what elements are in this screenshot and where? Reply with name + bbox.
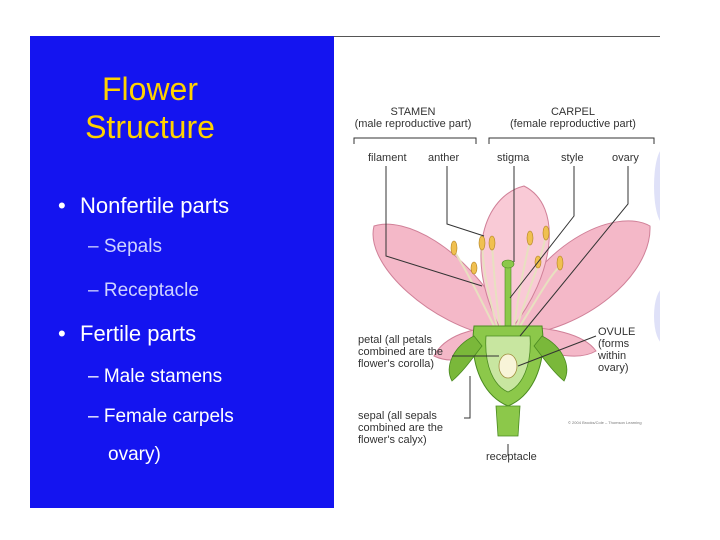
sepal-line-2: combined are the <box>358 422 443 434</box>
image-credit: © 2004 Brooks/Cole – Thomson Learning <box>568 420 642 425</box>
receptacle-label: receptacle <box>486 451 537 463</box>
ovule-label: OVULE (forms within ovary) <box>598 326 635 374</box>
ovary-label: ovary <box>612 152 639 164</box>
subitem-label: Male stamens <box>104 366 222 387</box>
title-line-1: Flower <box>30 70 270 108</box>
slide-title: Flower Structure <box>30 70 270 146</box>
subitem-label: Female carpels <box>104 406 234 427</box>
stamen-subtitle: (male reproductive part) <box>346 118 480 130</box>
stigma-label: stigma <box>497 152 529 164</box>
petal-line-1: petal (all petals <box>358 334 443 346</box>
carpel-label: CARPEL (female reproductive part) <box>493 106 653 130</box>
filament-label: filament <box>368 152 407 164</box>
style-label: style <box>561 152 584 164</box>
ovule-line-1: OVULE <box>598 326 635 338</box>
bullet-glyph: • <box>58 193 80 219</box>
dash-glyph: – <box>88 280 99 301</box>
dash-glyph: – <box>88 406 99 427</box>
bullet-label: Fertile parts <box>80 321 196 346</box>
bullet-nonfertile: •Nonfertile parts <box>58 193 229 219</box>
background-glow <box>654 148 660 224</box>
subitem-label: Receptacle <box>104 280 199 301</box>
ovule-line-4: ovary) <box>598 362 635 374</box>
sepal-label: sepal (all sepals combined are the flowe… <box>358 410 443 446</box>
title-line-2: Structure <box>30 108 270 146</box>
bullet-glyph: • <box>58 321 80 347</box>
dash-glyph: – <box>88 236 99 257</box>
background-glow <box>654 288 660 344</box>
anther-label: anther <box>428 152 459 164</box>
dash-glyph: – <box>88 366 99 387</box>
ovule-line-2: (forms <box>598 338 635 350</box>
ovary-sepals <box>449 326 567 436</box>
subitem-ovary-fragment: ovary) <box>108 444 161 466</box>
stamen-label: STAMEN (male reproductive part) <box>346 106 480 130</box>
subitem-receptacle: – Receptacle <box>88 280 199 302</box>
carpel-subtitle: (female reproductive part) <box>493 118 653 130</box>
petal-label: petal (all petals combined are the flowe… <box>358 334 443 370</box>
subitem-sepals: – Sepals <box>88 236 162 258</box>
subitem-male-stamens: – Male stamens <box>88 366 222 388</box>
petal-line-3: flower's corolla) <box>358 358 443 370</box>
bullet-fertile: •Fertile parts <box>58 321 196 347</box>
ovule-line-3: within <box>598 350 635 362</box>
sepal-line-1: sepal (all sepals <box>358 410 443 422</box>
subitem-female-carpels: – Female carpels <box>88 406 234 428</box>
carpel-header: CARPEL <box>493 106 653 118</box>
stamen-header: STAMEN <box>346 106 480 118</box>
petal-line-2: combined are the <box>358 346 443 358</box>
sepal-line-3: flower's calyx) <box>358 434 443 446</box>
bullet-label: Nonfertile parts <box>80 193 229 218</box>
subitem-label: Sepals <box>104 236 162 257</box>
